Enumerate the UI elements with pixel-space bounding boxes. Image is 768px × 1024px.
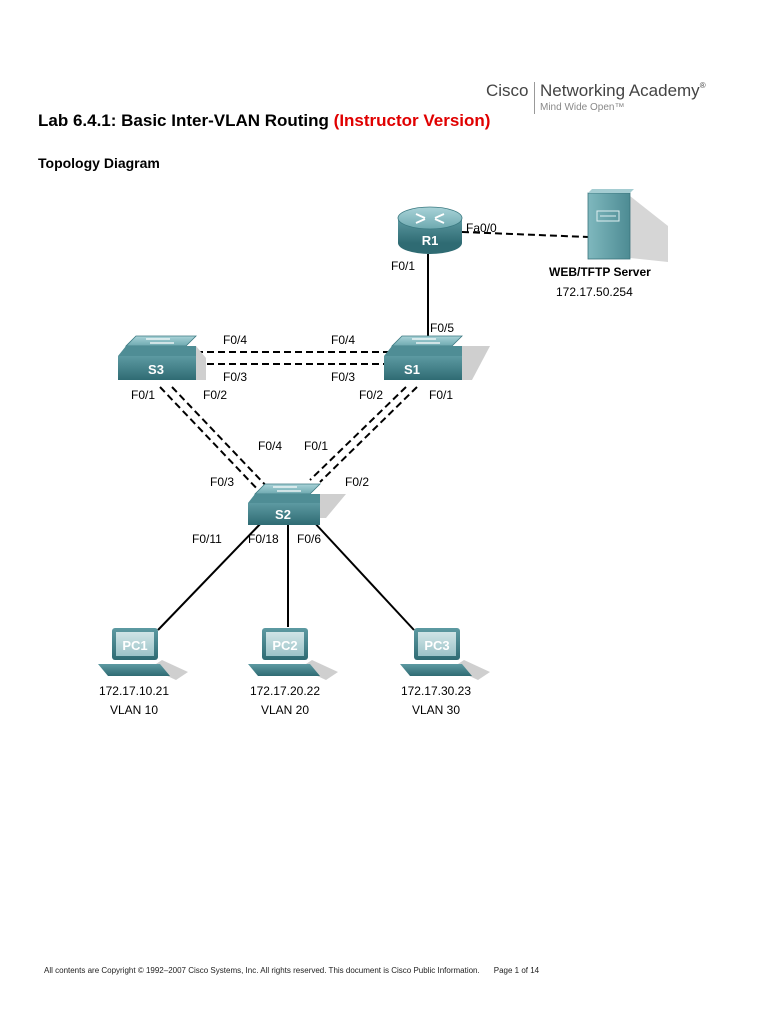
lab-title: Lab 6.4.1: Basic Inter-VLAN Routing (Ins…: [38, 111, 490, 131]
device-label-pc2: PC2: [272, 638, 297, 653]
pc2-ip: 172.17.20.22: [250, 684, 320, 698]
device-label-pc3: PC3: [424, 638, 449, 653]
switch-s2-icon: S2: [248, 483, 346, 525]
page-number: Page 1 of 14: [493, 966, 540, 975]
pc1-icon: PC1: [98, 628, 188, 680]
logo-name: Networking Academy®: [540, 81, 706, 101]
pc2-vlan: VLAN 20: [261, 703, 309, 717]
port-label-s1-f02: F0/2: [359, 388, 383, 402]
port-label-r1-fa00: Fa0/0: [466, 221, 497, 235]
logo-name-text: Networking Academy: [540, 81, 700, 100]
switch-s1-icon: S1: [384, 335, 490, 380]
device-label-pc1: PC1: [122, 638, 147, 653]
port-label-s1-f01: F0/1: [429, 388, 453, 402]
pc1-ip: 172.17.10.21: [99, 684, 169, 698]
port-label-s2-f018: F0/18: [248, 532, 279, 546]
port-label-s3-f03: F0/3: [223, 370, 247, 384]
link-s1-s2-f02-f01: [309, 386, 407, 481]
link-s2-pc1: [157, 519, 265, 631]
server-ip: 172.17.50.254: [556, 285, 633, 299]
link-r1-server: [461, 231, 589, 238]
port-label-s2-f011: F0/11: [192, 532, 222, 546]
port-label-s1-f03: F0/3: [331, 370, 355, 384]
pc3-vlan: VLAN 30: [412, 703, 460, 717]
port-label-s2-f04: F0/4: [258, 439, 282, 453]
logo-divider: [534, 82, 535, 114]
section-title: Topology Diagram: [38, 155, 160, 171]
port-label-s1-f04: F0/4: [331, 333, 355, 347]
link-s1-s2-f01-f02: [319, 386, 418, 483]
link-s2-pc3: [311, 519, 415, 631]
port-label-s3-f04: F0/4: [223, 333, 247, 347]
pc3-icon: PC3: [400, 628, 490, 680]
port-label-s2-f03: F0/3: [210, 475, 234, 489]
pc1-vlan: VLAN 10: [110, 703, 158, 717]
router-r1-icon: R1: [397, 206, 463, 254]
device-label-s3: S3: [148, 362, 164, 377]
port-label-s1-f05: F0/5: [430, 321, 454, 335]
port-label-s2-f01: F0/1: [304, 439, 328, 453]
logo-tagline: Mind Wide Open™: [540, 102, 625, 113]
lab-title-main: Lab 6.4.1: Basic Inter-VLAN Routing: [38, 111, 334, 130]
device-label-s1: S1: [404, 362, 420, 377]
port-label-s3-f01: F0/1: [131, 388, 155, 402]
server-name: WEB/TFTP Server: [549, 265, 651, 279]
link-s3-s2-f02-f03: [171, 386, 273, 493]
pc2-icon: PC2: [248, 628, 338, 680]
device-label-s2: S2: [275, 507, 291, 522]
port-label-s3-f02: F0/2: [203, 388, 227, 402]
lab-title-version: (Instructor Version): [333, 111, 491, 130]
port-label-s2-f06: F0/6: [297, 532, 321, 546]
port-label-s2-f02: F0/2: [345, 475, 369, 489]
port-label-r1-f01: F0/1: [391, 259, 415, 273]
copyright-notice: All contents are Copyright © 1992–2007 C…: [44, 966, 480, 975]
link-s3-s2-f01-f04: [159, 386, 263, 495]
device-label-r1: R1: [422, 233, 439, 248]
logo-registered-mark: ®: [699, 81, 706, 90]
pc3-ip: 172.17.30.23: [401, 684, 471, 698]
switch-s3-icon: S3: [118, 335, 206, 380]
web-tftp-server-icon: [587, 189, 668, 262]
page-footer: All contents are Copyright © 1992–2007 C…: [44, 966, 539, 975]
logo-brand: Cisco: [486, 81, 529, 100]
